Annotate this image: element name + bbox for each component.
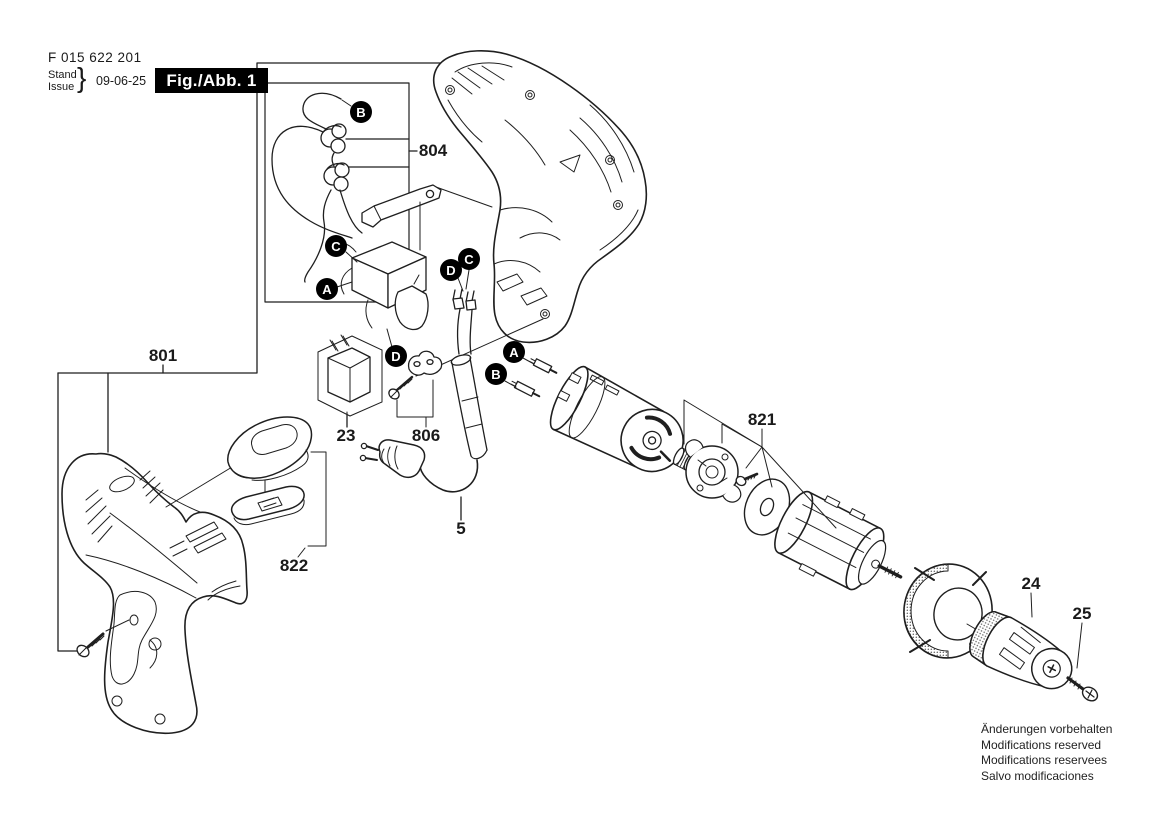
group-801-leaders <box>57 62 446 652</box>
callout-a-motor: A <box>503 341 525 363</box>
leader-housing-cover <box>165 460 243 508</box>
issue-label: Issue <box>48 81 75 93</box>
part-label-25: 25 <box>1072 604 1092 623</box>
gearbox <box>774 490 903 591</box>
wire-set-804 <box>271 92 363 283</box>
notice-line-en: Modifications reserved <box>981 737 1102 752</box>
figure-tag: Fig./Abb. 1 <box>155 68 268 93</box>
callout-b-wires: B <box>350 101 372 123</box>
stand-label: Stand <box>48 69 77 81</box>
terminal-connector-b <box>510 380 541 398</box>
callout-d-switch: D <box>385 345 407 367</box>
callout-c-cord: C <box>458 248 480 270</box>
cover-set-822 <box>227 416 327 558</box>
leader-bracket <box>435 186 493 208</box>
brace-glyph: } <box>77 62 87 93</box>
callout-d-cord: D <box>440 259 462 281</box>
part-label-821: 821 <box>747 410 777 429</box>
callout-c-wires: C <box>325 235 347 257</box>
issue-date: 09-06-25 <box>96 74 147 88</box>
mounting-bracket <box>361 184 442 251</box>
part-label-804: 804 <box>418 141 448 160</box>
torque-ring <box>903 563 1009 659</box>
wire-nut-2 <box>323 162 350 192</box>
housing-screw <box>76 619 130 658</box>
part-label-24: 24 <box>1021 574 1041 593</box>
chuck-screw <box>1066 676 1099 702</box>
wire-nut-1 <box>320 123 347 154</box>
terminal-connector-a <box>529 358 558 374</box>
notice-line-es: Salvo modificaciones <box>981 768 1094 783</box>
component-23 <box>317 334 383 428</box>
callout-b-motor: B <box>485 363 507 385</box>
housing-right-half <box>432 50 648 344</box>
stand-issue-label: Stand Issue <box>48 69 77 93</box>
cord-set-5 <box>359 288 488 521</box>
part-label-822: 822 <box>279 556 309 575</box>
part-label-5: 5 <box>456 519 466 538</box>
plate-screw <box>735 472 759 487</box>
label-leaders <box>336 99 1083 669</box>
part-label-806: 806 <box>411 426 441 445</box>
part-label-801: 801 <box>148 346 178 365</box>
modifications-notice: Änderungen vorbehalten Modifications res… <box>981 722 1112 784</box>
notice-line-fr: Modifications reservees <box>981 753 1108 767</box>
notice-line-de: Änderungen vorbehalten <box>981 722 1113 736</box>
motor-mount-plate <box>684 439 742 503</box>
motor <box>549 365 684 473</box>
chuck <box>969 611 1073 690</box>
document-number: F 015 622 201 <box>48 50 142 65</box>
cord-clamp-806 <box>388 350 443 428</box>
housing-left-half <box>61 452 248 735</box>
callout-a-wires: A <box>316 278 338 300</box>
switch-assembly <box>329 241 429 331</box>
part-label-23: 23 <box>336 426 356 445</box>
